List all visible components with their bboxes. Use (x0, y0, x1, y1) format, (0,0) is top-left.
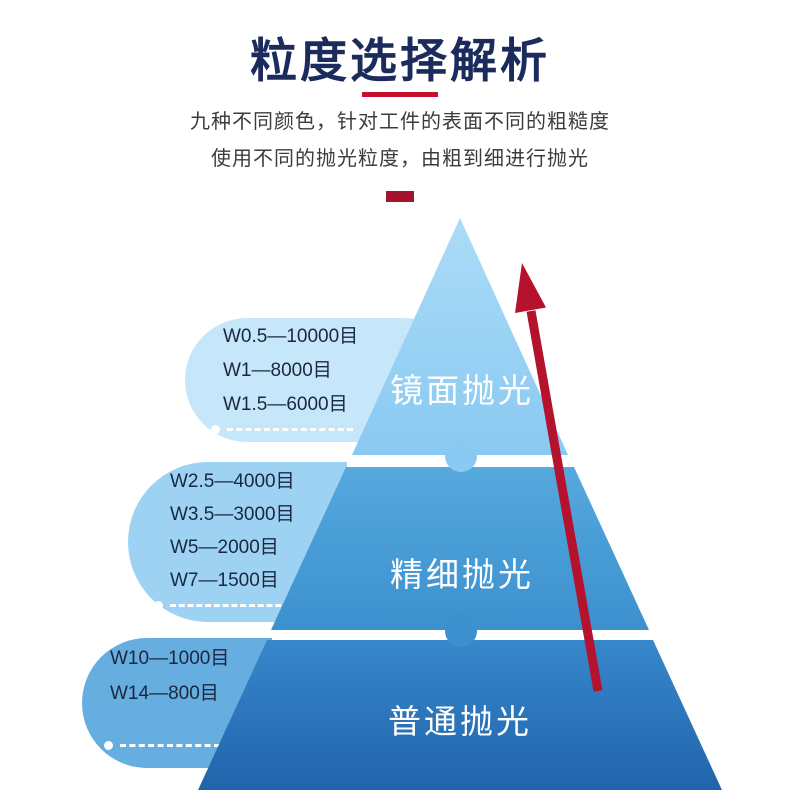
dashed-pointer (154, 601, 290, 610)
grit-item: W1.5—6000目 (223, 394, 348, 415)
grit-item: W3.5—3000目 (170, 504, 295, 525)
grit-list-mirror: W0.5—10000目 W1—8000目 W1.5—6000目 (185, 318, 465, 422)
dash-dot-icon (104, 741, 113, 750)
grit-item: W0.5—10000目 (223, 326, 359, 347)
dash-line (120, 744, 220, 747)
grit-item: W14—800目 (110, 683, 219, 704)
level-label-fine: 精细抛光 (390, 556, 534, 593)
subtitle-line-1: 九种不同颜色，针对工件的表面不同的粗糙度 (190, 111, 610, 133)
grit-list-fine: W2.5—4000目 W3.5—3000目 W5—2000目 W7—1500目 (128, 462, 468, 597)
subtitle-line-2: 使用不同的抛光粒度，由粗到细进行抛光 (211, 148, 589, 170)
red-accent-bar (386, 191, 414, 202)
grit-item: W10—1000目 (110, 648, 230, 669)
grit-item: W2.5—4000目 (170, 471, 295, 492)
title-underline (362, 92, 438, 97)
grit-item: W5—2000目 (170, 537, 279, 558)
level-connector-notch (445, 440, 477, 472)
grit-item: W1—8000目 (223, 360, 332, 381)
grit-list-normal: W10—1000目 W14—800目 (82, 638, 477, 711)
dash-dot-icon (154, 601, 163, 610)
grit-item: W7—1500目 (170, 570, 279, 591)
dash-line (227, 428, 353, 431)
dash-line (170, 604, 290, 607)
dashed-pointer (104, 741, 220, 750)
level-connector-notch (445, 615, 477, 647)
page-title: 粒度选择解析 (250, 34, 550, 87)
dash-dot-icon (211, 425, 220, 434)
level-label-mirror: 镜面抛光 (390, 372, 534, 409)
level-label-normal: 普通抛光 (388, 703, 532, 740)
pyramid-level-normal (198, 640, 722, 790)
subtitle: 九种不同颜色，针对工件的表面不同的粗糙度 使用不同的抛光粒度，由粗到细进行抛光 (0, 104, 800, 178)
dashed-pointer (211, 425, 353, 434)
